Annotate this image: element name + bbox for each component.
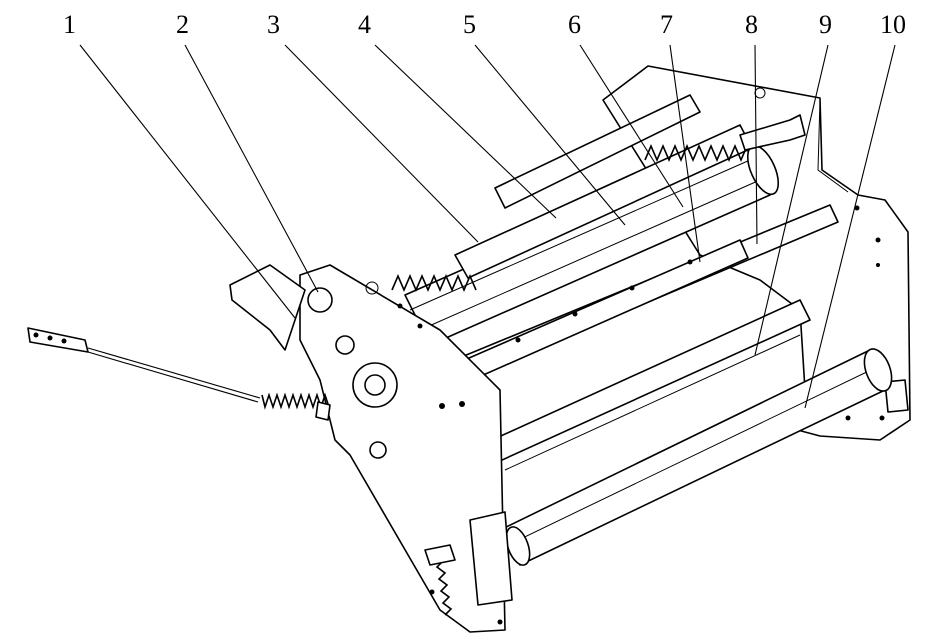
callout-7: 7 [660, 10, 673, 39]
spring-3 [391, 273, 477, 293]
callout-10: 10 [880, 10, 906, 39]
leader-line-2 [184, 44, 319, 293]
callout-1: 1 [63, 10, 76, 39]
cable-assembly [27, 327, 331, 421]
leader-lines [79, 44, 896, 409]
callout-4: 4 [358, 10, 371, 39]
leader-line-4 [374, 44, 557, 219]
callout-2: 2 [176, 10, 189, 39]
callout-numbers: 1 2 3 4 5 6 7 8 9 10 [63, 10, 906, 39]
leader-line-3 [284, 44, 479, 243]
callout-8: 8 [745, 10, 758, 39]
leader-line-7 [669, 44, 701, 263]
leader-line-5 [474, 44, 626, 226]
leader-line-8 [754, 44, 758, 245]
callout-9: 9 [819, 10, 832, 39]
leader-line-10 [804, 44, 896, 409]
leader-line-1 [79, 44, 296, 319]
callout-3: 3 [267, 10, 280, 39]
left-side-plate [229, 264, 513, 633]
leader-line-9 [754, 44, 829, 356]
rollers [404, 94, 893, 566]
leader-line-6 [579, 44, 684, 208]
callout-6: 6 [568, 10, 581, 39]
callout-5: 5 [463, 10, 476, 39]
